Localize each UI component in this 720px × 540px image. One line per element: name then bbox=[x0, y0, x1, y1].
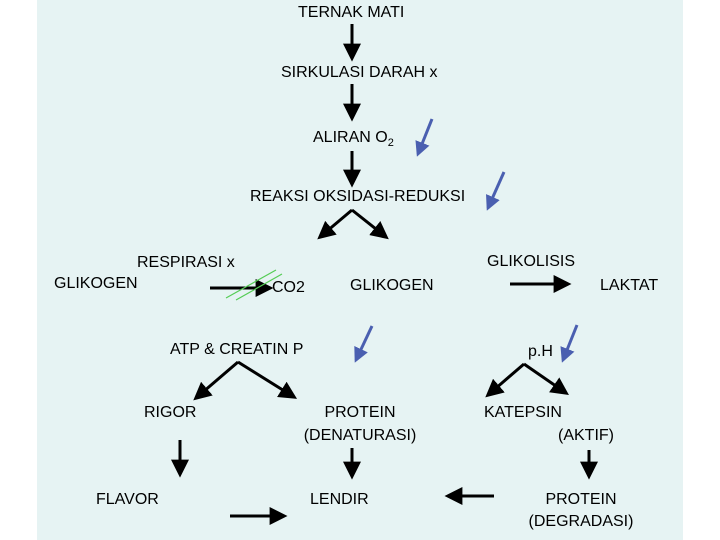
node-glikogen-left: GLIKOGEN bbox=[54, 275, 138, 292]
protein-denaturasi-line1: PROTEIN bbox=[324, 404, 396, 421]
node-glikolisis: GLIKOLISIS bbox=[487, 253, 576, 270]
strike-line-2 bbox=[235, 273, 283, 301]
node-laktat: LAKTAT bbox=[600, 277, 659, 294]
node-respirasi: RESPIRASI x bbox=[137, 254, 235, 271]
arrow-atp-to-rigor bbox=[193, 360, 239, 401]
decrease-arrow-atp bbox=[354, 325, 374, 363]
node-glikogen-mid: GLIKOGEN bbox=[350, 277, 434, 294]
node-sirkulasi-darah: SIRKULASI DARAH x bbox=[281, 64, 438, 81]
protein-degradasi-line2: (DEGRADASI) bbox=[528, 513, 634, 530]
node-katepsin: KATEPSIN bbox=[484, 404, 562, 421]
node-ph: p.H bbox=[528, 343, 553, 360]
arrow-atp-to-protein bbox=[237, 360, 298, 399]
node-ternak-mati: TERNAK MATI bbox=[298, 4, 405, 21]
arrow-reaksi-to-right bbox=[351, 208, 389, 240]
node-flavor: FLAVOR bbox=[96, 491, 159, 508]
protein-denaturasi-line2: (DENATURASI) bbox=[303, 427, 417, 444]
node-rigor: RIGOR bbox=[144, 404, 197, 421]
protein-degradasi-line1: PROTEIN bbox=[545, 491, 617, 508]
aliran-o2-subscript: 2 bbox=[387, 137, 394, 150]
arrow-reaksi-to-left bbox=[317, 208, 353, 240]
decrease-arrow-o2 bbox=[415, 118, 434, 157]
node-reaksi-oksidasi-reduksi: REAKSI OKSIDASI-REDUKSI bbox=[250, 188, 466, 205]
strike-line-1 bbox=[225, 269, 277, 299]
decrease-arrow-reaksi bbox=[486, 171, 506, 211]
arrow-ph-to-aktif bbox=[523, 362, 569, 396]
node-lendir: LENDIR bbox=[310, 491, 369, 508]
node-atp-creatin: ATP & CREATIN P bbox=[170, 341, 304, 358]
aliran-o2-text: ALIRAN O bbox=[313, 129, 388, 146]
decrease-arrow-ph bbox=[560, 324, 579, 363]
diagram-background bbox=[37, 0, 683, 540]
arrow-ph-to-katepsin bbox=[485, 362, 525, 398]
node-protein-denaturasi: PROTEIN (DENATURASI) bbox=[290, 403, 430, 445]
node-aliran-o2: ALIRAN O2 bbox=[313, 128, 394, 153]
node-katepsin-aktif: (AKTIF) bbox=[558, 427, 614, 444]
node-protein-degradasi: PROTEIN (DEGRADASI) bbox=[516, 490, 646, 531]
node-co2: CO2 bbox=[272, 279, 305, 296]
